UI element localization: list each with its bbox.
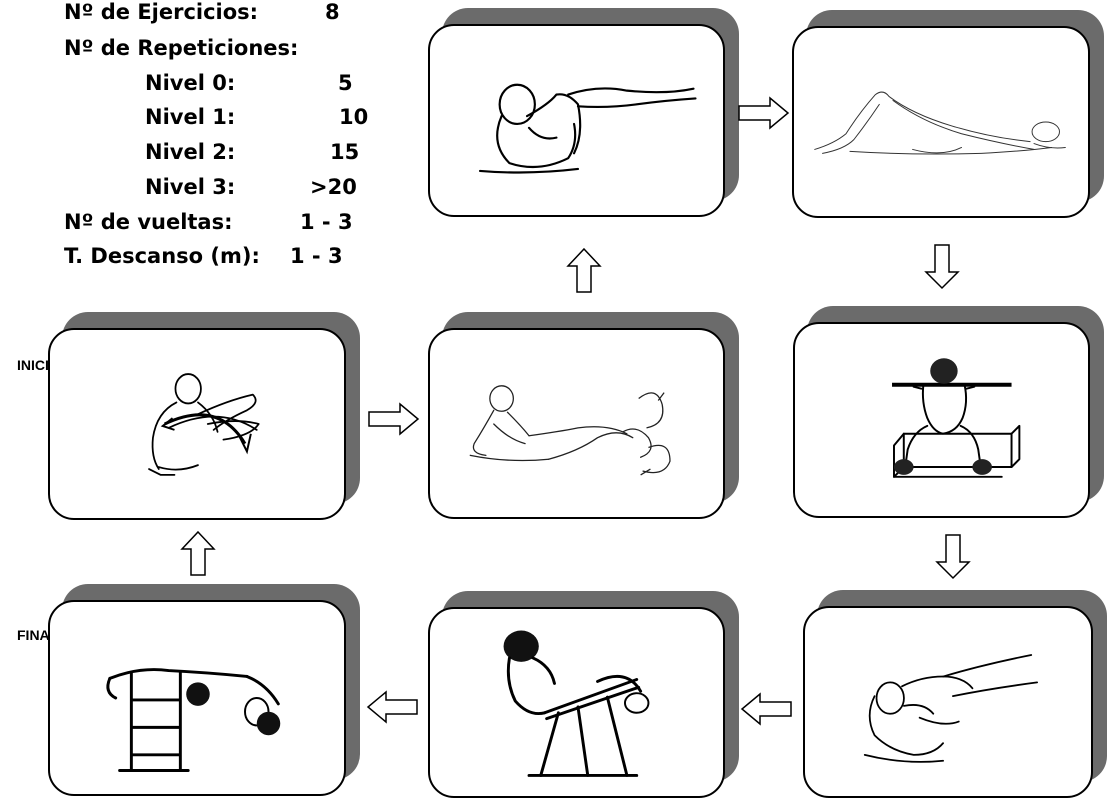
arrow-right-icon	[738, 96, 790, 130]
nivel-0-value: 5	[338, 70, 353, 96]
exercise-card-bicycle-crunch	[428, 328, 725, 519]
exercise-card-torso-rotation	[48, 328, 346, 520]
exercise-figure-crunch	[805, 608, 1091, 796]
exercise-card-leg-raise	[428, 24, 725, 217]
exercise-figure-torso-rotation	[50, 330, 344, 518]
descanso-label: T. Descanso (m):	[64, 243, 260, 269]
vueltas-value: 1 - 3	[300, 209, 353, 235]
card-face	[48, 328, 346, 520]
card-face	[793, 322, 1090, 518]
ejercicios-label: Nº de Ejercicios:	[64, 0, 258, 25]
nivel-1-value: 10	[339, 104, 368, 130]
nivel-2-value: 15	[330, 139, 359, 165]
exercise-figure-bicycle-crunch	[430, 330, 723, 517]
card-face	[428, 24, 725, 217]
exercise-card-crunch	[803, 606, 1093, 798]
card-face	[428, 328, 725, 519]
nivel-3-label: Nivel 3:	[145, 174, 235, 200]
card-face	[428, 607, 725, 798]
arrow-left-icon	[366, 690, 418, 724]
vueltas-label: Nº de vueltas:	[64, 209, 233, 235]
arrow-down-icon	[924, 244, 960, 290]
arrow-up-icon	[566, 248, 602, 294]
exercise-figure-leg-raise	[430, 26, 723, 215]
nivel-1-label: Nivel 1:	[145, 104, 235, 130]
descanso-value: 1 - 3	[290, 243, 343, 269]
arrow-left-icon	[740, 692, 792, 726]
nivel-0-label: Nivel 0:	[145, 70, 235, 96]
exercise-card-hip-raise	[792, 26, 1090, 218]
exercise-figure-decline-situp	[430, 609, 723, 796]
arrow-down-icon	[935, 534, 971, 580]
card-face	[48, 600, 346, 796]
exercise-figure-back-extension	[50, 602, 344, 794]
nivel-3-value: >20	[310, 174, 357, 200]
exercise-card-back-extension	[48, 600, 346, 796]
exercise-figure-hip-raise	[794, 28, 1088, 216]
exercise-card-seated-twist	[793, 322, 1090, 518]
ejercicios-value: 8	[325, 0, 340, 25]
arrow-up-icon	[180, 531, 216, 577]
arrow-right-icon	[368, 402, 420, 436]
nivel-2-label: Nivel 2:	[145, 139, 235, 165]
exercise-card-decline-situp	[428, 607, 725, 798]
card-face	[792, 26, 1090, 218]
card-face	[803, 606, 1093, 798]
repeticiones-label: Nº de Repeticiones:	[64, 35, 298, 61]
exercise-figure-seated-twist	[795, 324, 1088, 516]
